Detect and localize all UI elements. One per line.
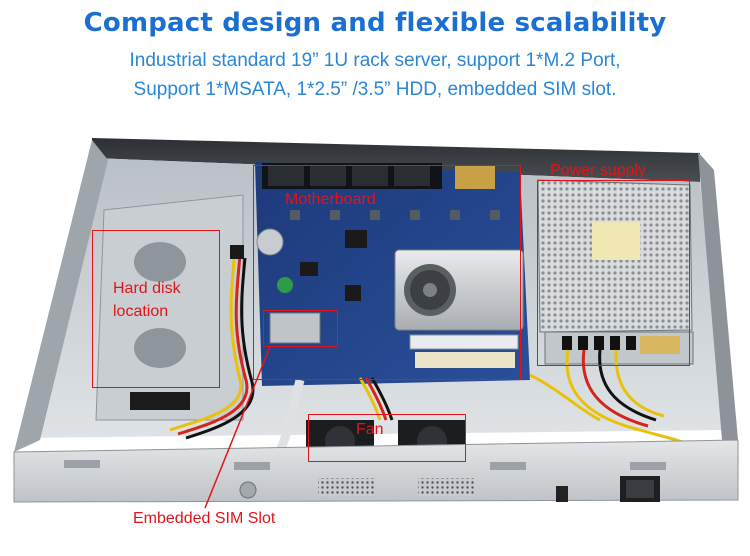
subtitle-line-1: Industrial standard 19” 1U rack server, …	[129, 50, 621, 71]
power-supply-label: Power supply	[550, 162, 647, 179]
hard-disk-callout-box	[92, 230, 220, 388]
page-title: Compact design and flexible scalability	[83, 8, 667, 38]
hard-disk-label-line-2: location	[113, 303, 169, 320]
subtitle-line-2: Support 1*MSATA, 1*2.5” /3.5” HDD, embed…	[133, 79, 617, 100]
sim-slot-callout-box	[263, 310, 338, 347]
fan-callout-box	[308, 414, 466, 462]
fan-label: Fan	[356, 421, 384, 438]
sim-slot-label: Embedded SIM Slot	[133, 510, 276, 527]
motherboard-callout-box	[253, 165, 521, 380]
power-supply-callout-box	[537, 180, 690, 366]
hard-disk-label-line-1: Hard disk	[113, 280, 181, 297]
motherboard-label: Motherboard	[285, 191, 376, 208]
